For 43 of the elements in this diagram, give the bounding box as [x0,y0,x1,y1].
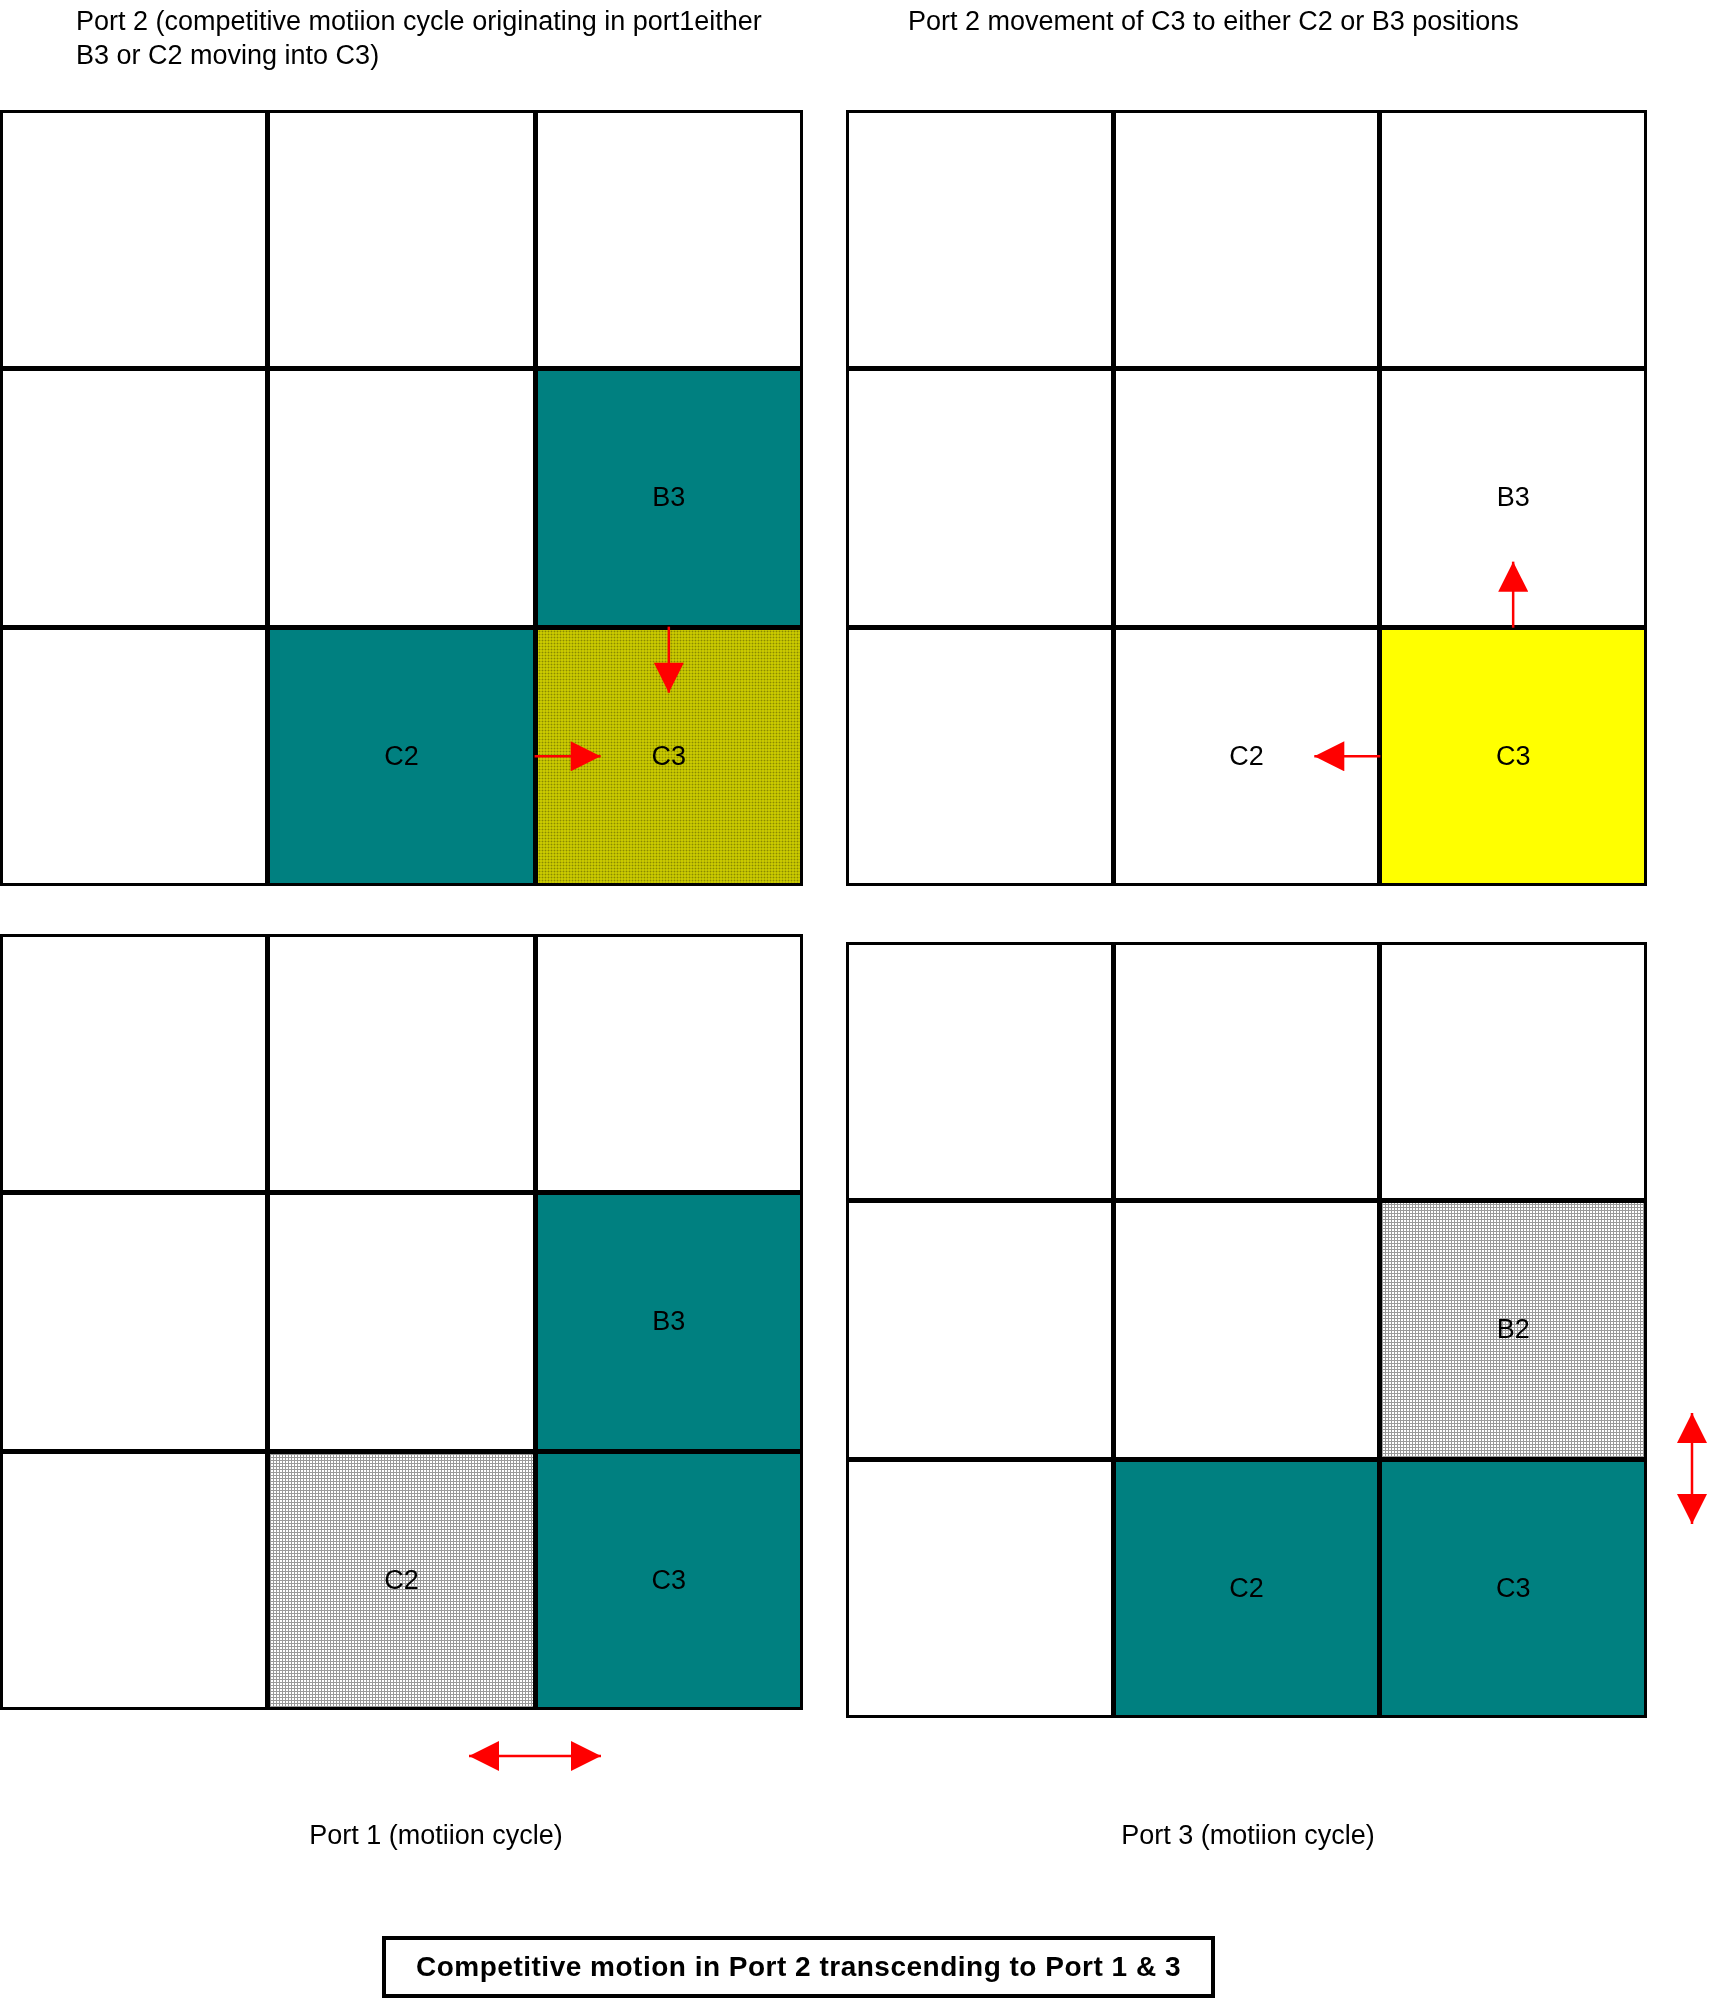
grid-square [0,368,269,628]
grid-square [1379,942,1647,1202]
grid-square [1112,942,1381,1202]
panel-heading: Port 2 movement of C3 to either C2 or B3 positions [908,5,1520,38]
grid-square: C3 [534,1450,803,1710]
grid-square: C2 [1112,626,1381,886]
arrow [534,741,601,772]
grid-square: C3 [1379,1458,1647,1718]
arrow [1498,561,1529,628]
grid-square [846,110,1114,370]
grid-square [1112,368,1381,628]
grid-square [534,934,803,1194]
grid-square [846,368,1114,628]
grid-square [846,626,1114,886]
panel-heading: Port 3 (motiion cycle) [1120,1819,1376,1852]
grid-square: C3 [534,626,803,886]
panel-heading: Port 1 (motiion cycle) [308,1819,564,1852]
panel-heading: Port 2 (competitive motiion cycle originating in port1either B3 or C2 moving into C3) [76,5,763,72]
arrow [1314,741,1381,772]
grid-square [534,110,803,370]
grid-square: C2 [267,626,536,886]
grid-square: B3 [534,368,803,628]
grid-square [267,1192,536,1452]
grid-square [1112,1200,1381,1460]
grid-square [0,934,269,1194]
grid-square [846,1458,1114,1718]
grid-square [267,934,536,1194]
grid-square [1112,110,1381,370]
grid-square: C3 [1379,626,1647,886]
grid-square [267,110,536,370]
grid-square [1379,110,1647,370]
grid-square: B3 [534,1192,803,1452]
grid-square [0,1192,269,1452]
grid-square [0,110,269,370]
grid-square: C2 [1112,1458,1381,1718]
grid-square [846,1200,1114,1460]
grid-square: B3 [1379,368,1647,628]
grid-square [0,1450,269,1710]
grid-square [267,368,536,628]
grid-square [846,942,1114,1202]
arrow [653,626,684,693]
caption-box: Competitive motion in Port 2 transcending to Port 1 & 3 [382,1936,1215,1998]
grid-square [0,626,269,886]
